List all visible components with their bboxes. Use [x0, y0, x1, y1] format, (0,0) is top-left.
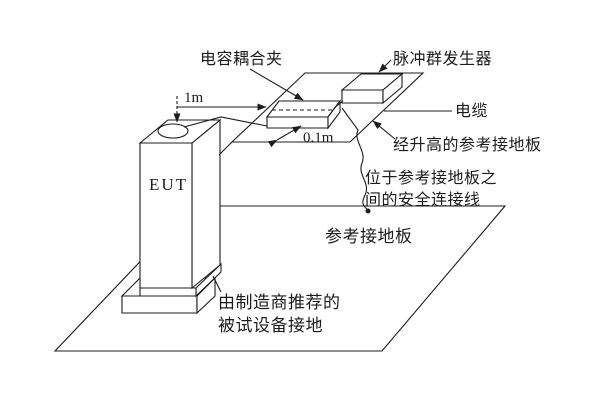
- eut-right-face: [191, 118, 221, 290]
- pedestal-plate-front-face: [139, 287, 197, 297]
- label-reference-plane: 参考接地板: [325, 227, 413, 246]
- cable-clamp-to-generator: [333, 100, 344, 109]
- label-dim-1m: 1m: [184, 90, 204, 106]
- eut-box: [138, 118, 222, 290]
- label-cable: 电缆: [455, 102, 488, 120]
- safety-connection-wire: [341, 107, 371, 214]
- label-dim-01m: 0.1m: [303, 130, 334, 146]
- label-coupling-clamp: 电容耦合夹: [200, 50, 283, 68]
- elevated-plane-corner-edge: [218, 141, 233, 156]
- dimension-01m-line: [267, 125, 302, 148]
- label-eut-grounding-line1: 由制造商推荐的: [218, 293, 341, 312]
- eut-cable-port: [157, 123, 189, 139]
- leader-burst-generator: [378, 59, 392, 73]
- dimension-1m: [173, 96, 267, 123]
- leader-coupling-clamp: [249, 68, 304, 101]
- label-elevated-plane: 经升高的参考接地板: [393, 136, 542, 154]
- burst-generator-box: [340, 72, 404, 105]
- generator-front-face: [341, 89, 384, 104]
- clamp-top-face: [265, 100, 342, 118]
- eut-front-face: [139, 142, 193, 289]
- safety-wire-curve: [341, 107, 369, 211]
- cable-eut-to-clamp: [183, 116, 268, 128]
- generator-right-face: [382, 72, 403, 105]
- pedestal-slab-front-face: [121, 295, 198, 314]
- label-burst-generator: 脉冲群发生器: [393, 50, 492, 68]
- label-eut-grounding-line2: 被试设备接地: [218, 316, 323, 335]
- coupling-clamp: [265, 99, 342, 130]
- label-safety-wire-line1: 位于参考接地板之: [365, 169, 497, 187]
- clamp-front-face: [266, 116, 329, 129]
- leader-eut-grounding: [212, 275, 222, 293]
- leader-elevated-plane: [372, 120, 396, 140]
- label-safety-wire-line2: 间的安全连接线: [365, 191, 481, 209]
- label-eut: EUT: [149, 175, 188, 194]
- safety-wire-bond-point: [365, 208, 371, 214]
